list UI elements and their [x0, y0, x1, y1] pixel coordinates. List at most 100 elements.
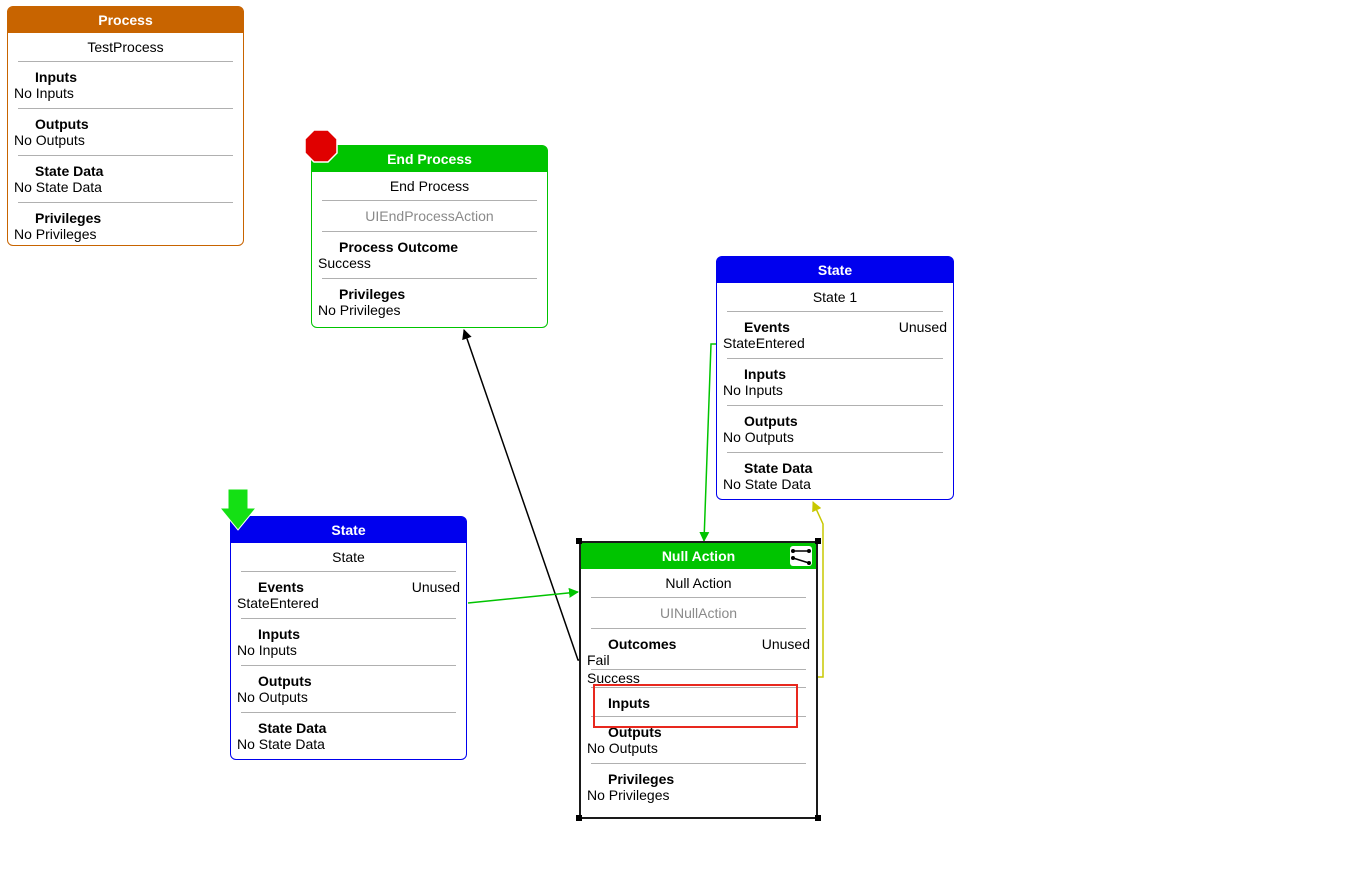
section-title: State Data [258, 720, 327, 736]
section-title: Outputs [608, 724, 662, 740]
section-title: Inputs [35, 69, 77, 85]
section-title: Outputs [35, 116, 89, 132]
inputs-section: Inputs [581, 695, 816, 716]
section-line: No Outputs [237, 689, 308, 705]
divider [727, 452, 943, 453]
section-line: No Inputs [237, 642, 297, 658]
events-section: Events Unused StateEntered [231, 579, 466, 618]
divider [322, 200, 537, 201]
section-line: No Inputs [14, 85, 74, 101]
null-action-node-header: Null Action [581, 543, 816, 569]
null-action-node[interactable]: Null Action Null Action UINullAction Out… [579, 541, 818, 819]
divider [727, 311, 943, 312]
divider [727, 405, 943, 406]
section-title: Privileges [608, 771, 675, 787]
section-title: Inputs [258, 626, 300, 642]
divider [18, 202, 233, 203]
edge-success-to-state1[interactable] [812, 501, 824, 678]
section-title-text: Events [258, 579, 304, 595]
section-line: No Outputs [723, 429, 794, 445]
section-title: Process Outcome [339, 239, 459, 255]
outputs-section: Outputs No Outputs [717, 413, 953, 452]
state-node[interactable]: State State Events Unused StateEntered In… [230, 516, 467, 760]
outcome-fail[interactable]: Fail [587, 652, 610, 668]
state-data-section: State Data No State Data [717, 460, 953, 499]
section-line: No Privileges [318, 302, 401, 318]
edge-fail-to-end-process[interactable] [462, 329, 586, 661]
section-title: Privileges [35, 210, 102, 226]
section-line: No Privileges [14, 226, 97, 242]
edit-transitions-icon[interactable] [790, 546, 812, 566]
action-class-name: UINullAction [659, 605, 738, 621]
resize-handle-top-right[interactable] [815, 538, 821, 544]
outputs-section: Outputs No Outputs [231, 673, 466, 712]
divider [591, 628, 806, 629]
state-node-header: State [231, 517, 466, 543]
resize-handle-top-left[interactable] [576, 538, 582, 544]
section-title-text: Outcomes [608, 636, 677, 652]
section-line: No State Data [723, 476, 811, 492]
section-line: No State Data [14, 179, 102, 195]
section-title: State Data [35, 163, 104, 179]
divider [727, 358, 943, 359]
action-class-name: UIEndProcessAction [365, 208, 494, 224]
section-line: No Outputs [587, 740, 658, 756]
process-node-header: Process [8, 7, 243, 33]
divider [18, 108, 233, 109]
outputs-section: Outputs No Outputs [8, 116, 243, 155]
edge-state-to-null-action[interactable] [467, 587, 579, 604]
divider [591, 597, 806, 598]
stop-sign-icon [304, 129, 338, 163]
event-item[interactable]: StateEntered [723, 335, 805, 351]
divider [18, 61, 233, 62]
inputs-section: Inputs No Inputs [231, 626, 466, 665]
highlight-box [593, 684, 798, 728]
start-arrow-icon [218, 488, 258, 531]
state-data-section: State Data No State Data [231, 720, 466, 759]
section-line: Success [318, 255, 371, 271]
section-title: State Data [744, 460, 813, 476]
unused-label: Unused [411, 579, 460, 595]
section-title: Events Unused [237, 579, 460, 595]
null-action-name: Null Action [665, 575, 732, 591]
resize-handle-bottom-left[interactable] [576, 815, 582, 821]
end-process-node[interactable]: End Process End Process UIEndProcessActi… [311, 145, 548, 328]
end-process-node-header: End Process [312, 146, 547, 172]
divider [322, 231, 537, 232]
section-title: Outputs [258, 673, 312, 689]
divider [241, 571, 456, 572]
divider [591, 687, 806, 688]
divider [591, 716, 806, 717]
section-title-text: Events [744, 319, 790, 335]
state-name: State [332, 549, 365, 565]
null-action-header-text: Null Action [661, 548, 736, 564]
divider [18, 155, 233, 156]
section-title: Inputs [608, 695, 650, 711]
outcome-success[interactable]: Success [587, 670, 640, 686]
edge-state1-to-null-action[interactable] [699, 343, 716, 542]
process-node[interactable]: Process TestProcess Inputs No Inputs Out… [7, 6, 244, 246]
state-data-section: State Data No State Data [8, 163, 243, 202]
state1-name: State 1 [812, 289, 858, 305]
privileges-section: Privileges No Privileges [581, 771, 816, 810]
state1-node-header: State [717, 257, 953, 283]
section-line: No Privileges [587, 787, 670, 803]
inputs-section: Inputs No Inputs [717, 366, 953, 405]
section-line: No Outputs [14, 132, 85, 148]
section-title: Privileges [339, 286, 406, 302]
process-name: TestProcess [87, 39, 164, 55]
inputs-section: Inputs No Inputs [8, 69, 243, 108]
section-title: Outputs [744, 413, 798, 429]
divider [591, 669, 806, 670]
divider [241, 618, 456, 619]
resize-handle-bottom-right[interactable] [815, 815, 821, 821]
event-item[interactable]: StateEntered [237, 595, 319, 611]
outputs-section: Outputs No Outputs [581, 724, 816, 763]
divider [322, 278, 537, 279]
privileges-section: Privileges No Privileges [8, 210, 243, 249]
